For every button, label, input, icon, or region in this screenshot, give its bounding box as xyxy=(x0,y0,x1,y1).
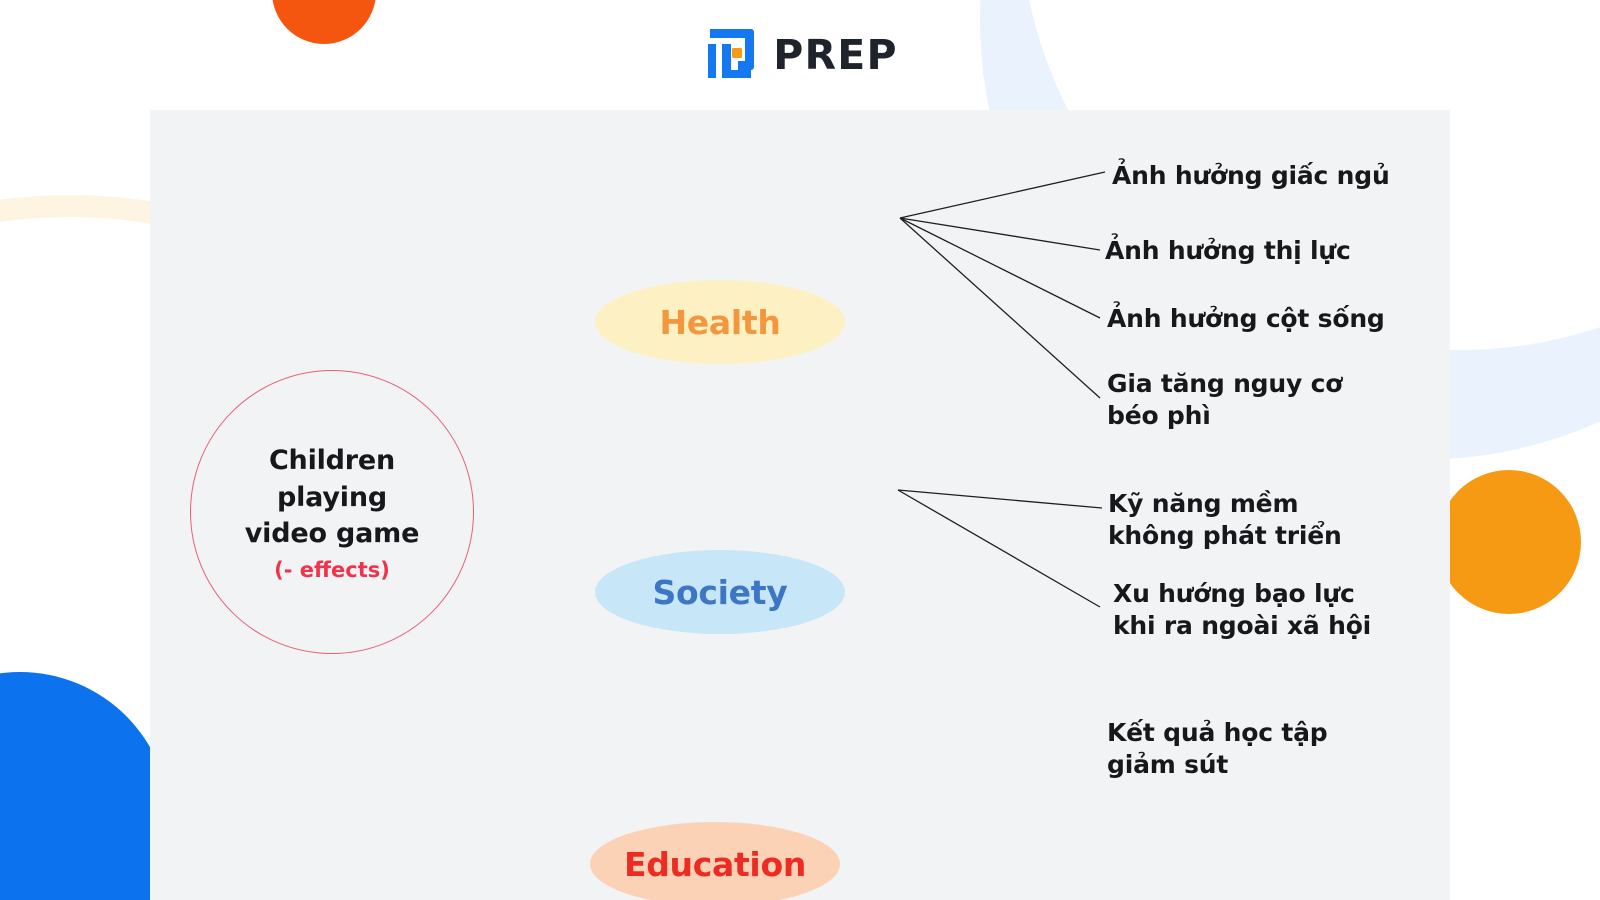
branch-node-education: Education xyxy=(590,822,840,900)
branch-node-society: Society xyxy=(595,550,845,634)
leaf-society-1: Kỹ năng mềm không phát triển xyxy=(1108,489,1342,550)
blue-shape-bottom-decoration xyxy=(0,672,170,900)
connector-health-1 xyxy=(899,171,1106,219)
prep-logo-icon xyxy=(708,29,755,78)
leaf-society-2: Xu hướng bạo lực khi ra ngoài xã hội xyxy=(1113,579,1372,640)
connector-society-2 xyxy=(897,489,1101,608)
brand-name: PREP xyxy=(773,30,898,79)
orange-circle-right-decoration xyxy=(1437,470,1581,614)
leaf-health-2: Ảnh hưởng thị lực xyxy=(1105,236,1351,265)
branch-label-society: Society xyxy=(652,572,788,612)
root-node-title: Children playing video game xyxy=(244,445,420,550)
leaf-health-3: Ảnh hưởng cột sống xyxy=(1107,304,1385,333)
leaf-health-4: Gia tăng nguy cơ béo phì xyxy=(1107,369,1343,430)
connector-society-1 xyxy=(897,489,1103,509)
branch-label-education: Education xyxy=(623,844,807,884)
branch-node-health: Health xyxy=(595,280,845,364)
connector-health-4 xyxy=(899,217,1101,399)
root-node: Children playing video game (- effects) xyxy=(190,370,474,654)
root-node-subtitle: (- effects) xyxy=(274,557,390,582)
connector-health-3 xyxy=(899,217,1101,319)
diagram-panel: Children playing video game (- effects) … xyxy=(150,110,1450,900)
leaf-education-1: Kết quả học tập giảm sút xyxy=(1107,718,1328,779)
branch-label-health: Health xyxy=(659,302,781,342)
leaf-health-1: Ảnh hưởng giấc ngủ xyxy=(1112,161,1390,190)
connector-health-2 xyxy=(899,217,1101,251)
brand-header: PREP xyxy=(0,26,1600,84)
connector-lines xyxy=(897,171,1106,608)
